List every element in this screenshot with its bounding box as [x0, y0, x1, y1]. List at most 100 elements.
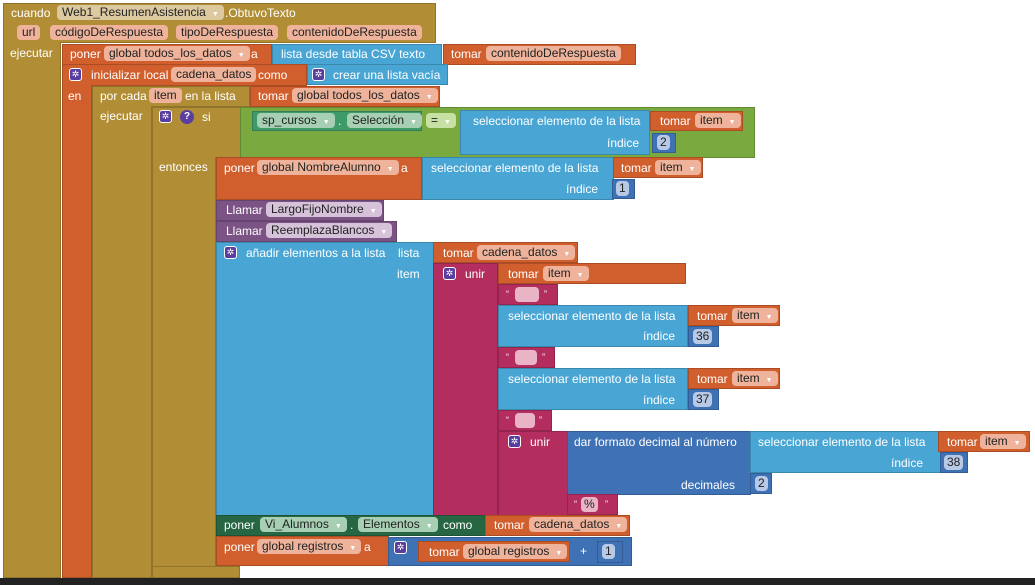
param-codigo[interactable]: códigoDeRespuesta	[50, 25, 169, 40]
quote-close: ”	[542, 352, 545, 362]
foreach-body	[92, 106, 152, 578]
set-keyword: poner	[224, 518, 255, 532]
select-label: seleccionar elemento de la lista	[508, 372, 676, 386]
param-contenido[interactable]: contenidoDeRespuesta	[287, 25, 422, 40]
get-keyword: tomar	[443, 246, 474, 260]
event-block-body	[3, 42, 61, 578]
variable-name: item	[985, 434, 1008, 448]
variable-dropdown[interactable]: global registros▼	[463, 544, 568, 559]
select-item-block[interactable]	[498, 368, 688, 410]
mutator-gear-icon[interactable]: ✲	[224, 246, 237, 259]
select-label: seleccionar elemento de la lista	[473, 114, 641, 128]
select-label: seleccionar elemento de la lista	[758, 435, 926, 449]
add-items-block[interactable]	[216, 242, 434, 516]
decimals-value[interactable]: 2	[755, 476, 768, 491]
procedure-name: LargoFijoNombre	[271, 202, 364, 216]
get-keyword: tomar	[697, 372, 728, 386]
mutator-gear-icon[interactable]: ✲	[159, 110, 172, 123]
text-value[interactable]: %	[581, 497, 598, 512]
variable-name: global registros	[262, 539, 344, 553]
text-value[interactable]	[515, 413, 535, 428]
chevron-down-icon: ▼	[386, 166, 394, 173]
local-variable-name[interactable]: cadena_datos	[171, 67, 257, 82]
mutator-gear-icon[interactable]: ✲	[394, 541, 407, 554]
as-label: como	[258, 68, 288, 82]
variable-dropdown[interactable]: item▼	[732, 308, 778, 323]
chevron-down-icon: ▼	[1013, 440, 1021, 447]
variable-dropdown[interactable]: item▼	[543, 266, 589, 281]
number-value[interactable]: 1	[602, 544, 615, 559]
select-item-block[interactable]	[422, 157, 614, 200]
param-tipo[interactable]: tipoDeRespuesta	[176, 25, 279, 40]
join-label: unir	[465, 267, 486, 281]
loop-variable[interactable]: item	[149, 88, 182, 103]
get-keyword: tomar	[494, 518, 525, 532]
variable-dropdown[interactable]: cadena_datos▼	[529, 517, 628, 532]
get-variable[interactable]: contenidoDeRespuesta	[486, 46, 621, 61]
param-url[interactable]: url	[17, 25, 41, 40]
select-label: seleccionar elemento de la lista	[431, 161, 599, 175]
operator: =	[431, 113, 439, 127]
variable-dropdown[interactable]: item ▼	[980, 434, 1026, 449]
number-value[interactable]: 36	[693, 329, 713, 344]
variable-dropdown[interactable]: item ▼	[732, 371, 778, 386]
do-label: ejecutar	[10, 46, 53, 60]
chevron-down-icon: ▼	[349, 545, 357, 552]
variable-dropdown[interactable]: global NombreAlumno▼	[257, 160, 399, 175]
number-value[interactable]: 37	[693, 392, 713, 407]
quote-close: ”	[539, 415, 542, 425]
select-item-block[interactable]	[750, 431, 944, 473]
variable-dropdown[interactable]: global todos_los_datos▼	[292, 88, 438, 103]
property-dropdown[interactable]: Selección▼	[347, 113, 422, 128]
property-name: Selección	[352, 113, 405, 127]
if-block-bottom	[152, 566, 240, 578]
get-keyword: tomar	[621, 161, 652, 175]
component-dropdown[interactable]: Web1_ResumenAsistencia▼	[57, 5, 224, 20]
text-value[interactable]	[515, 287, 539, 302]
component-dropdown[interactable]: Vi_Alumnos▼	[260, 517, 347, 532]
to-label: a	[364, 540, 371, 554]
mutator-gear-icon[interactable]: ✲	[312, 68, 325, 81]
help-icon[interactable]: ?	[180, 110, 194, 124]
chevron-down-icon: ▼	[688, 166, 696, 173]
variable-dropdown[interactable]: global todos_los_datos ▼	[104, 46, 250, 61]
variable-name: item	[737, 371, 760, 385]
empty-list-block[interactable]	[307, 64, 448, 85]
index-label: índice	[643, 393, 676, 407]
chevron-down-icon: ▼	[237, 52, 245, 59]
chevron-down-icon: ▼	[765, 377, 773, 384]
quote-open: “	[506, 352, 509, 362]
set-keyword: poner	[70, 47, 101, 61]
quote-open: “	[574, 499, 577, 509]
select-item-block[interactable]	[460, 110, 650, 155]
mutator-gear-icon[interactable]: ✲	[443, 267, 456, 280]
operator-dropdown[interactable]: =▼	[426, 113, 456, 128]
mutator-gear-icon[interactable]: ✲	[69, 68, 82, 81]
chevron-down-icon: ▼	[615, 523, 623, 530]
if-body	[152, 157, 216, 572]
property-dropdown[interactable]: Elementos▼	[358, 517, 438, 532]
quote-open: “	[506, 415, 509, 425]
procedure-dropdown[interactable]: ReemplazaBlancos▼	[266, 223, 393, 238]
number-value[interactable]: 2	[657, 135, 670, 150]
chevron-down-icon: ▼	[444, 119, 451, 126]
text-value[interactable]	[515, 350, 537, 365]
component-dropdown[interactable]: sp_cursos▼	[257, 113, 335, 128]
variable-dropdown[interactable]: global registros ▼	[257, 539, 362, 554]
variable-dropdown[interactable]: item▼	[695, 113, 741, 128]
select-item-block[interactable]	[498, 305, 688, 347]
number-value[interactable]: 1	[616, 181, 629, 196]
format-decimal-block[interactable]	[567, 431, 751, 495]
procedure-dropdown[interactable]: LargoFijoNombre▼	[266, 202, 382, 217]
join-block[interactable]	[433, 263, 498, 516]
foreach-label: por cada	[100, 89, 147, 103]
index-label: índice	[607, 136, 640, 150]
variable-name: global todos_los_datos	[297, 88, 420, 102]
to-label: a	[401, 161, 408, 175]
variable-name: global todos_los_datos	[109, 46, 232, 60]
variable-dropdown[interactable]: cadena_datos▼	[477, 245, 576, 260]
number-value[interactable]: 38	[944, 455, 964, 470]
quote-open: “	[506, 289, 509, 299]
mutator-gear-icon[interactable]: ✲	[508, 435, 521, 448]
variable-dropdown[interactable]: item▼	[655, 160, 701, 175]
